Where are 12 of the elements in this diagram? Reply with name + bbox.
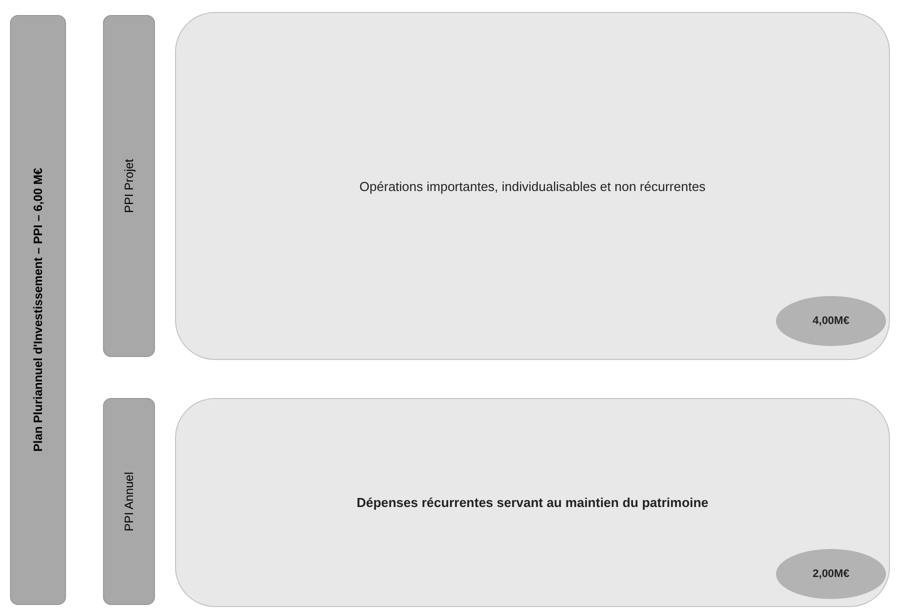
vertical-bar [10, 15, 66, 605]
bar-label: PPI Projet [122, 158, 136, 214]
panel-text: Dépenses récurrentes servant au maintien du patrimoine [356, 495, 708, 510]
vertical-bar [103, 15, 155, 357]
bar-label: PPI Annuel [122, 472, 136, 532]
rounded-panel [175, 12, 890, 360]
vertical-bar [103, 398, 155, 605]
bar-label: Plan Pluriannuel d'Investissement – PPI – 6,00 M€ [31, 168, 45, 452]
amount-ellipse: 4,00M€ [776, 296, 886, 346]
rounded-panel [175, 398, 890, 607]
amount-ellipse: 2,00M€ [776, 549, 886, 599]
panel-text: Opérations importantes, individualisables et non récurrentes [359, 178, 706, 194]
